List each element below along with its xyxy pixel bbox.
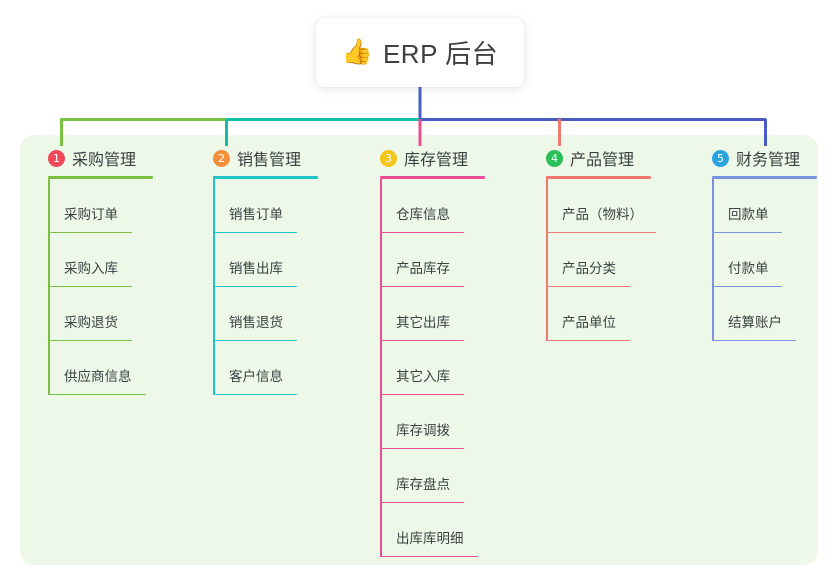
branch-item-label: 仓库信息	[396, 207, 450, 222]
branch-header-rule	[213, 176, 318, 179]
branch-item-list: 销售订单销售出库销售退货客户信息	[213, 179, 297, 395]
branch-item-label: 产品单位	[562, 315, 616, 330]
branch-header-rule	[48, 176, 153, 179]
branch-item-rule	[382, 555, 478, 557]
branch-item-list: 产品（物料） 产品分类产品单位	[546, 179, 656, 341]
branch-number-badge: 1	[48, 149, 65, 167]
branch-item-rule	[215, 339, 297, 341]
branch-item-rule	[50, 231, 132, 233]
branch-header-rule	[380, 176, 485, 179]
branch-item-rule	[382, 447, 464, 449]
branch-column-4[interactable]: 4 产品管理产品（物料） 产品分类产品单位	[528, 146, 656, 341]
branch-title: 销售管理	[237, 152, 302, 169]
branch-header-5[interactable]: 5 财务管理	[694, 146, 800, 170]
branch-item-list: 回款单付款单结算账户	[712, 179, 796, 341]
branch-title: 库存管理	[404, 152, 469, 169]
branch-item-label: 采购入库	[64, 261, 118, 276]
branch-item-label: 销售订单	[229, 207, 283, 222]
branch-item-label: 库存调拨	[396, 423, 450, 438]
branch-item-rule	[714, 285, 782, 287]
branch-item-label: 其它入库	[396, 369, 450, 384]
branch-item-list: 采购订单采购入库采购退货供应商信息	[48, 179, 146, 395]
branch-header-rule	[546, 176, 651, 179]
branch-item-label: 采购退货	[64, 315, 118, 330]
branch-number-badge: 4	[546, 149, 563, 167]
branch-column-2[interactable]: 2 销售管理销售订单销售出库销售退货客户信息	[195, 146, 318, 395]
branch-item-label: 出库库明细	[396, 531, 464, 546]
branch-item-rule	[714, 231, 782, 233]
branch-title: 产品管理	[570, 152, 635, 169]
branch-item-rule	[382, 393, 464, 395]
branch-item-rule	[50, 285, 132, 287]
branches-panel	[20, 135, 818, 565]
branch-item-rule	[215, 285, 297, 287]
branch-item-label: 库存盘点	[396, 477, 450, 492]
branch-item-rule	[215, 393, 297, 395]
branch-item-label: 采购订单	[64, 207, 118, 222]
branch-item-label: 结算账户	[728, 315, 782, 330]
branch-header-4[interactable]: 4 产品管理	[528, 146, 634, 170]
branch-number-badge: 2	[213, 149, 230, 167]
branch-item-label: 客户信息	[229, 369, 283, 384]
branch-column-5[interactable]: 5 财务管理回款单付款单结算账户	[694, 146, 817, 341]
branch-item-label: 其它出库	[396, 315, 450, 330]
branch-item-label: 销售出库	[229, 261, 283, 276]
branch-item-label: 付款单	[728, 261, 769, 276]
branch-item-label: 供应商信息	[64, 369, 132, 384]
branch-column-1[interactable]: 1 采购管理采购订单采购入库采购退货供应商信息	[30, 146, 153, 395]
branch-number-badge: 3	[380, 149, 397, 167]
branch-header-2[interactable]: 2 销售管理	[195, 146, 301, 170]
branch-title: 采购管理	[72, 152, 137, 169]
branch-item-rule	[382, 339, 464, 341]
branch-item-label: 回款单	[728, 207, 769, 222]
root-title: ERP 后台	[382, 39, 499, 69]
branch-item-label: 产品（物料）	[562, 207, 643, 222]
branch-item-rule	[548, 339, 630, 341]
branch-title: 财务管理	[736, 152, 801, 169]
branch-item-label: 产品库存	[396, 261, 450, 276]
branch-item-rule	[50, 339, 132, 341]
branch-item-rule	[215, 231, 297, 233]
branch-header-1[interactable]: 1 采购管理	[30, 146, 136, 170]
root-node[interactable]: 👍 ERP 后台	[316, 18, 524, 87]
branch-item-rule	[50, 393, 146, 395]
branch-number-badge: 5	[712, 149, 729, 167]
branch-item-rule	[382, 231, 464, 233]
branch-header-rule	[712, 176, 817, 179]
root-node-content: 👍 ERP 后台	[342, 34, 498, 71]
thumbs-up-icon: 👍	[341, 37, 373, 66]
branch-header-3[interactable]: 3 库存管理	[362, 146, 468, 170]
branch-item-rule	[548, 231, 656, 233]
branch-item-rule	[714, 339, 796, 341]
branch-item-label: 销售退货	[229, 315, 283, 330]
branch-column-3[interactable]: 3 库存管理仓库信息产品库存其它出库其它入库库存调拨库存盘点出库库明细	[362, 146, 485, 557]
branch-item-rule	[382, 285, 464, 287]
branch-item-rule	[548, 285, 630, 287]
branch-item-list: 仓库信息产品库存其它出库其它入库库存调拨库存盘点出库库明细	[380, 179, 478, 557]
branch-item-label: 产品分类	[562, 261, 616, 276]
branch-item-rule	[382, 501, 464, 503]
